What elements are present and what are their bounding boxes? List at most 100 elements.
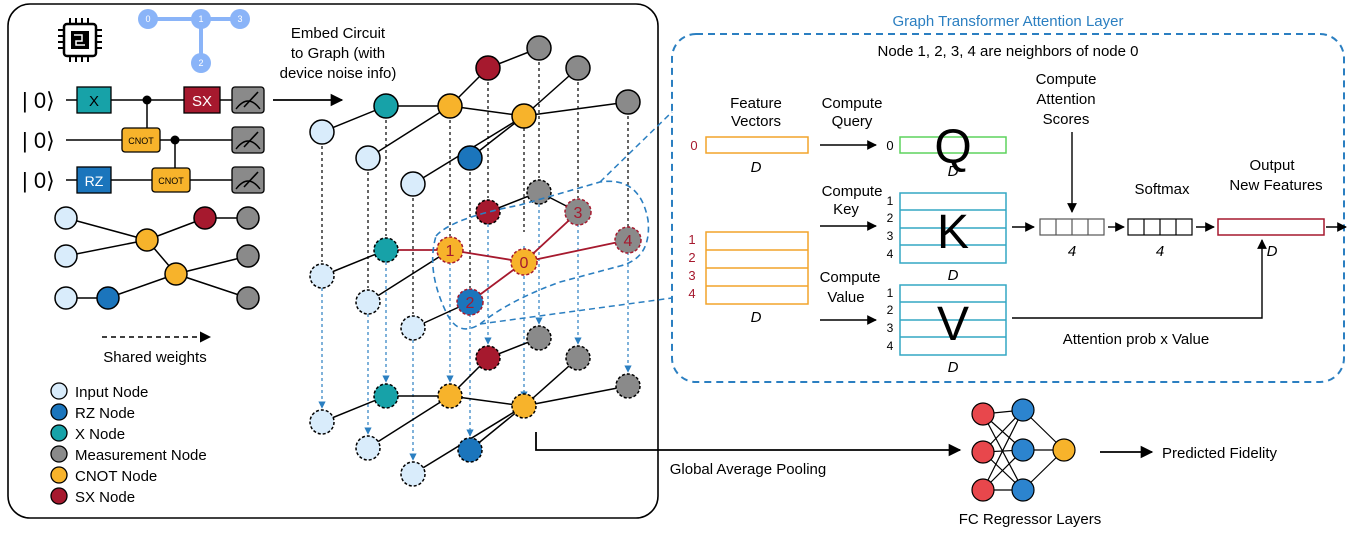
zoom-line-top xyxy=(599,111,673,183)
key-row-4: 4 xyxy=(887,247,894,261)
graph-layer-stack: 1 0 2 3 4 xyxy=(309,35,650,487)
scores-vector xyxy=(1039,218,1105,236)
compute-value-line2: Value xyxy=(827,289,864,306)
value-dim: D xyxy=(948,359,959,376)
key-dim: D xyxy=(948,267,959,284)
legend-label-sx: SX Node xyxy=(75,489,135,506)
qubit-label-2: | 0⟩ xyxy=(22,168,55,193)
circuit-graph-small xyxy=(54,206,260,310)
softmax-label: Softmax xyxy=(1134,181,1190,198)
legend-item-cnot: CNOT Node xyxy=(50,466,157,485)
value-box xyxy=(899,284,1007,356)
shared-weights-label: Shared weights xyxy=(103,349,206,366)
feature-vector-node0 xyxy=(705,136,809,154)
key-row-2: 2 xyxy=(887,211,894,225)
neighbor-index-2: 2 xyxy=(688,250,695,265)
embed-label-line3: device noise info) xyxy=(280,65,397,82)
neighbor-index-1: 1 xyxy=(688,232,695,247)
compute-query-line1: Compute xyxy=(822,95,883,112)
compute-scores-line1: Compute xyxy=(1036,71,1097,88)
scores-dim: 4 xyxy=(1068,243,1076,260)
legend-item-sx: SX Node xyxy=(50,487,135,506)
graph-node-4 xyxy=(614,226,642,254)
compute-value-line1: Compute xyxy=(820,269,881,286)
graph-node-0-label: 0 xyxy=(520,255,529,272)
output-label-line2: New Features xyxy=(1229,177,1322,194)
attention-layer-frame xyxy=(671,33,1345,383)
graph-layer-1 xyxy=(309,35,641,197)
attention-title: Graph Transformer Attention Layer xyxy=(893,13,1124,30)
attention-subtitle: Node 1, 2, 3, 4 are neighbors of node 0 xyxy=(877,43,1138,60)
neighbor-index-3: 3 xyxy=(688,268,695,283)
device-coupling-graph: 0 1 3 2 xyxy=(138,9,250,73)
cnot-gate-2-label: CNOT xyxy=(158,176,184,186)
feature-vectors-line1: Feature xyxy=(730,95,782,112)
neighbor-index-4: 4 xyxy=(688,286,695,301)
key-row-3: 3 xyxy=(887,229,894,243)
node-legend: Input Node RZ Node X Node Measurement No… xyxy=(50,382,207,506)
output-dim: D xyxy=(1267,243,1278,260)
cnot-gate-1-label: CNOT xyxy=(128,136,154,146)
measure-icon-0 xyxy=(231,86,265,114)
fc-regressor-network xyxy=(971,398,1076,502)
softmax-vector xyxy=(1127,218,1193,236)
legend-item-x: X Node xyxy=(50,424,125,443)
device-node-1: 1 xyxy=(198,14,203,24)
cnot-gate-2 xyxy=(151,167,191,193)
sx-gate-label: SX xyxy=(192,93,212,110)
key-letter: K xyxy=(937,206,969,259)
graph-node-2 xyxy=(456,288,484,316)
value-row-2: 2 xyxy=(887,303,894,317)
legend-item-measurement: Measurement Node xyxy=(50,445,207,464)
sx-gate xyxy=(183,86,221,114)
chip-icon xyxy=(58,18,102,62)
feature-vectors-neighbors xyxy=(705,231,809,305)
fc-label: FC Regressor Layers xyxy=(959,511,1102,528)
embed-label-line1: Embed Circuit xyxy=(291,25,386,42)
rz-gate-label: RZ xyxy=(85,173,104,189)
neighborhood-outline xyxy=(431,180,650,330)
compute-scores-line3: Scores xyxy=(1043,111,1090,128)
value-letter: V xyxy=(937,298,969,351)
query-row-index: 0 xyxy=(886,138,893,153)
graph-node-1-label: 1 xyxy=(446,243,455,260)
feature-vector-neighbors-dim: D xyxy=(751,309,762,326)
output-feature-box xyxy=(1217,218,1325,236)
value-row-4: 4 xyxy=(887,339,894,353)
graph-node-2-label: 2 xyxy=(466,295,475,312)
left-panel-frame xyxy=(7,3,659,519)
legend-label-input: Input Node xyxy=(75,384,148,401)
attention-neighbor-edges xyxy=(386,211,629,303)
graph-node-0 xyxy=(510,248,538,276)
graph-node-3-label: 3 xyxy=(574,205,583,222)
legend-item-input: Input Node xyxy=(50,382,148,401)
qubit-label-0: | 0⟩ xyxy=(22,88,55,113)
compute-scores-line2: Attention xyxy=(1036,91,1095,108)
value-to-output-arrow xyxy=(1012,239,1267,319)
legend-label-x: X Node xyxy=(75,426,125,443)
compute-key-line2: Key xyxy=(833,201,859,218)
query-letter: Q xyxy=(934,121,971,174)
legend-label-cnot: CNOT Node xyxy=(75,468,157,485)
value-row-3: 3 xyxy=(887,321,894,335)
legend-label-rz: RZ Node xyxy=(75,405,135,422)
compute-key-line1: Compute xyxy=(822,183,883,200)
graph-node-3 xyxy=(564,198,592,226)
zoom-line-bottom xyxy=(479,297,673,325)
graph-node-1 xyxy=(436,236,464,264)
query-box xyxy=(899,136,1007,154)
legend-label-measurement: Measurement Node xyxy=(75,447,207,464)
x-gate-label: X xyxy=(89,93,99,110)
feature-vectors-line2: Vectors xyxy=(731,113,781,130)
legend-item-rz: RZ Node xyxy=(50,403,135,422)
device-node-3: 3 xyxy=(237,14,242,24)
feature-vector-node0-dim: D xyxy=(751,159,762,176)
measure-icon-2 xyxy=(231,166,265,194)
x-gate xyxy=(76,86,112,114)
compute-query-line2: Query xyxy=(832,113,873,130)
cnot-gate-1 xyxy=(121,127,161,153)
output-label-line1: Output xyxy=(1249,157,1295,174)
device-node-0: 0 xyxy=(145,14,150,24)
